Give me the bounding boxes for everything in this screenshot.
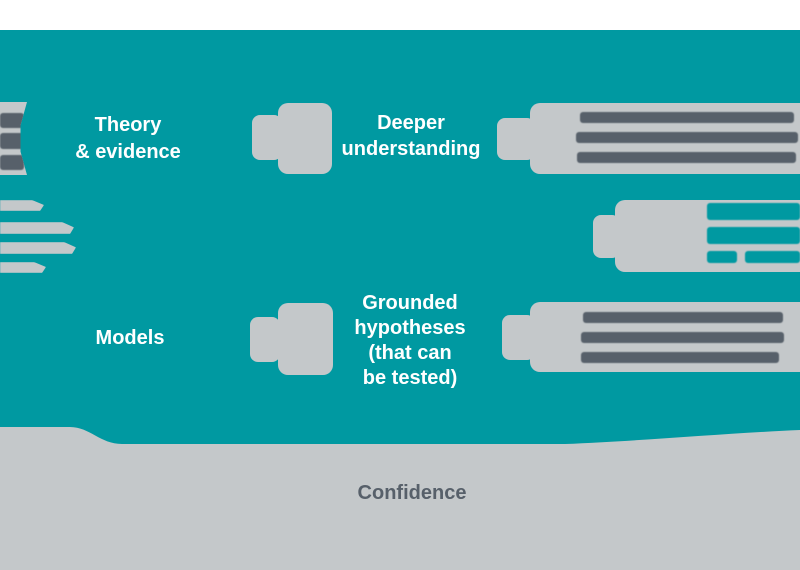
theory-evidence-label: Theory & evidence: [75, 114, 181, 163]
deeper-understanding-label: Deeper understanding: [341, 112, 481, 160]
redacted-textbox-row3: [530, 302, 800, 372]
redacted-text-line: [583, 312, 783, 323]
redacted-text-line: [745, 251, 800, 263]
arrow-head-icon: [278, 103, 332, 174]
redacted-text-line: [0, 155, 24, 170]
redacted-text-line: [0, 113, 24, 128]
redacted-text-line: [577, 152, 796, 163]
arrow-icon: [252, 115, 282, 160]
redacted-text-line: [707, 203, 800, 220]
confidence-label: Confidence: [357, 482, 467, 504]
redacted-text-line: [581, 352, 779, 363]
redacted-text-line: [581, 332, 784, 343]
arrow-icon: [250, 317, 280, 362]
redacted-text-line: [707, 227, 800, 244]
cropped-left-textbox: [0, 102, 27, 175]
arrow-icon: [497, 118, 535, 160]
redacted-text-line: [576, 132, 798, 143]
redacted-text-line: [707, 251, 737, 263]
redacted-textbox-row1: [530, 103, 800, 174]
grounded-hypotheses-label: Grounded hypotheses (that can be tested): [354, 292, 466, 389]
redacted-textbox-row2: [615, 200, 800, 272]
redacted-text-line: [0, 133, 24, 149]
redacted-text-line: [580, 112, 794, 123]
models-label: Models: [95, 327, 165, 349]
confidence-band: [0, 425, 800, 570]
arrow-icon: [502, 315, 535, 360]
arrow-head-icon: [278, 303, 333, 375]
